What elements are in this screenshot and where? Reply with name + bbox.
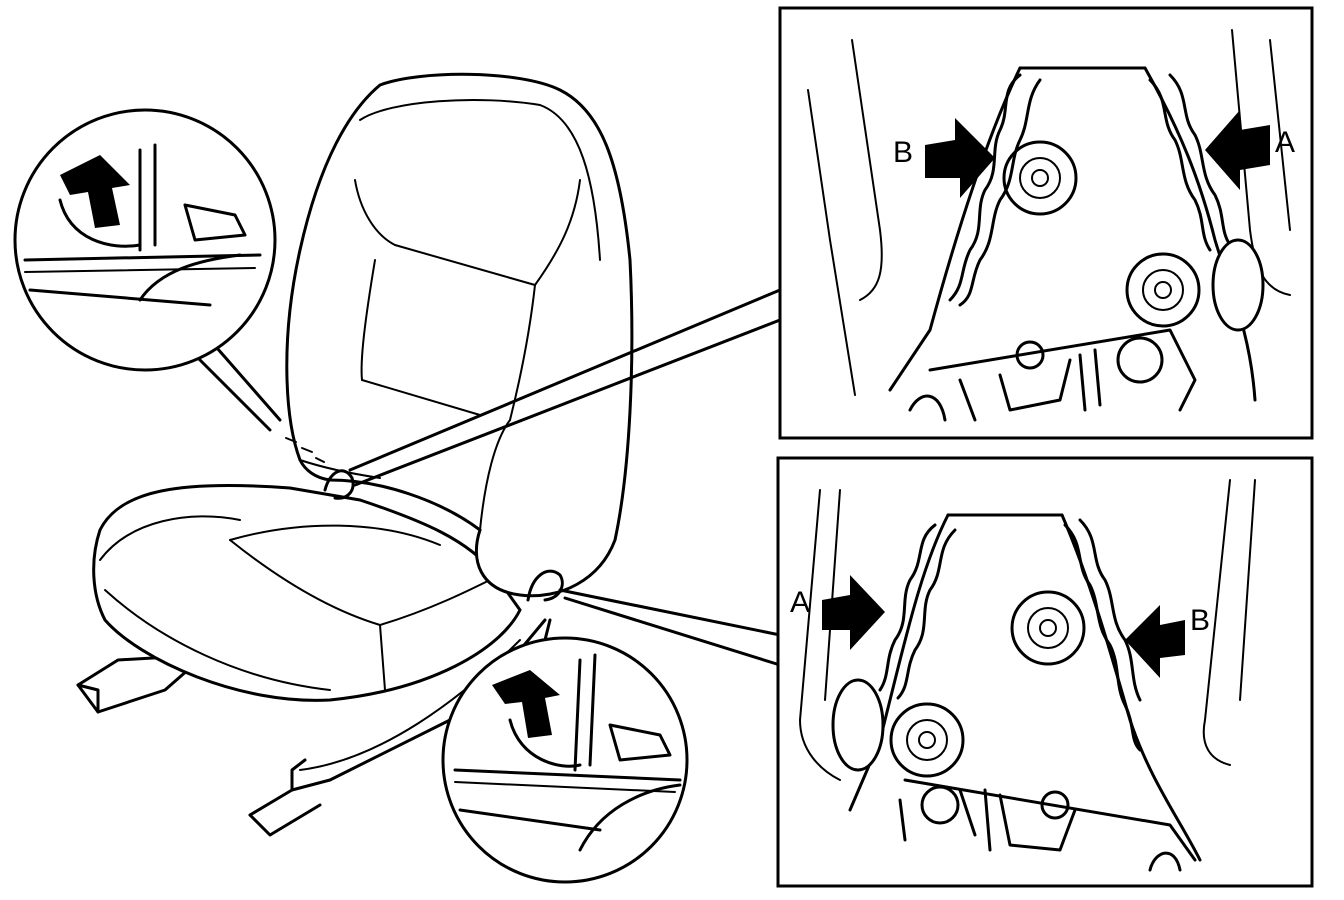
label-b: B	[1190, 604, 1210, 637]
bolt-icon	[1125, 252, 1201, 328]
seat-backrest	[285, 72, 634, 598]
seat-cushion	[92, 483, 522, 771]
detail-circle-left	[13, 108, 277, 372]
label-b: B	[893, 136, 913, 169]
spring-coil-right	[1148, 73, 1265, 332]
label-a: A	[1275, 126, 1295, 159]
arrow-right-icon	[822, 575, 885, 650]
arrow-up-icon	[492, 670, 560, 738]
detail-circle-bottom	[441, 636, 689, 884]
detail-box-bottom: A B	[776, 456, 1314, 888]
spring-coil-right	[1063, 518, 1142, 752]
arrow-left-icon	[1205, 110, 1270, 190]
bolt-icon	[1010, 590, 1086, 666]
arrow-right-icon	[925, 118, 995, 198]
arrow-left-icon	[1125, 605, 1185, 678]
latch-marker-right	[526, 569, 564, 602]
label-a: A	[790, 586, 810, 619]
latch-marker-left	[285, 437, 355, 500]
bolt-icon	[889, 702, 965, 778]
arrow-up-icon	[60, 155, 130, 228]
spring-coil-left	[948, 73, 1042, 307]
detail-box-top: B A	[778, 6, 1314, 440]
spring-coil-left	[831, 523, 957, 772]
bolt-icon	[1002, 140, 1078, 216]
seat	[76, 72, 634, 837]
